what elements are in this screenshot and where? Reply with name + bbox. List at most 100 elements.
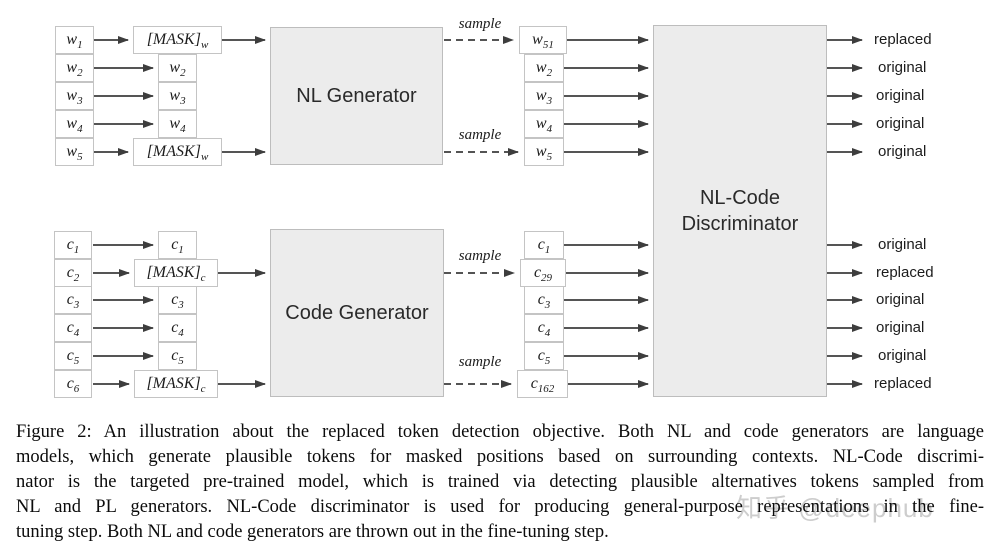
token-base: c xyxy=(171,347,179,364)
caption-line: tuning step. Both NL and code generators… xyxy=(16,522,609,542)
token-sub: 51 xyxy=(542,38,554,51)
nl-result-label: original xyxy=(876,115,925,133)
token-sub: c xyxy=(200,271,206,284)
sample-label: sample xyxy=(458,127,502,143)
token-sub: 3 xyxy=(544,298,551,311)
token-base: w xyxy=(169,115,181,132)
token-sub: 5 xyxy=(546,150,553,163)
token-base: w xyxy=(66,31,78,48)
token-sub: c xyxy=(200,382,206,395)
token-sub: 29 xyxy=(541,271,553,284)
token-base: c xyxy=(537,347,545,364)
token-base: [MASK] xyxy=(146,143,201,160)
token-sub: 2 xyxy=(73,271,80,284)
sample-label: sample xyxy=(458,248,502,264)
token-sub: w xyxy=(200,38,209,51)
caption-line: Figure 2: An illustration about the repl… xyxy=(16,422,984,442)
token-sub: w xyxy=(200,150,209,163)
caption-line: models, which generate plausible tokens … xyxy=(16,447,984,467)
token-sub: 4 xyxy=(77,122,83,135)
token-sub: 4 xyxy=(544,326,551,339)
discriminator-label-line2: Discriminator xyxy=(681,213,799,235)
token-base: c xyxy=(66,264,74,281)
token-base: c xyxy=(171,291,179,308)
token-sub: 5 xyxy=(544,354,551,367)
token-base: c xyxy=(66,375,74,392)
token-base: c xyxy=(171,319,179,336)
token-base: w xyxy=(535,87,547,104)
token-base: c xyxy=(537,236,545,253)
token-sub: 5 xyxy=(178,354,184,367)
code-result-label: original xyxy=(876,319,925,337)
token-sub: 4 xyxy=(180,122,186,135)
token-sub: 5 xyxy=(73,354,80,367)
sample-label: sample xyxy=(458,354,502,370)
token-base: w xyxy=(532,31,543,48)
token-base: w xyxy=(66,87,78,104)
discriminator-label-line1: NL-Code xyxy=(699,187,781,209)
token-sub: 4 xyxy=(178,326,184,339)
token-base: c xyxy=(66,319,74,336)
token-sub: 3 xyxy=(77,94,83,107)
dashed-sample-arrows xyxy=(444,36,519,388)
token-base: c xyxy=(171,236,179,253)
token-base: [MASK] xyxy=(146,375,201,392)
watermark: 知乎 @deephub xyxy=(736,493,934,523)
nl-result-label: original xyxy=(876,87,925,105)
token-sub: 2 xyxy=(546,66,553,79)
token-sub: 4 xyxy=(73,326,80,339)
token-sub: 5 xyxy=(77,150,83,163)
nl-generator-label: NL Generator xyxy=(296,85,417,107)
nl-result-label: original xyxy=(878,143,927,161)
token-base: [MASK] xyxy=(146,31,201,48)
nl-masked-token: [MASK]w xyxy=(133,138,222,166)
token-base: c xyxy=(66,236,74,253)
token-base: w xyxy=(169,59,181,76)
token-base: c xyxy=(66,347,74,364)
solid-arrows xyxy=(93,36,863,388)
token-base: w xyxy=(66,115,78,132)
nl-code-discriminator-box: NL-Code Discriminator xyxy=(653,25,827,397)
token-sub: 6 xyxy=(73,382,80,395)
nl-masked-token: [MASK]w xyxy=(133,26,222,54)
token-base: c xyxy=(537,291,545,308)
sample-label: sample xyxy=(458,16,502,32)
figure-caption: Figure 2: An illustration about the repl… xyxy=(16,420,984,545)
token-base: c xyxy=(66,291,74,308)
token-sub: 1 xyxy=(73,243,80,256)
token-base: w xyxy=(66,59,78,76)
nl-result-label: replaced xyxy=(874,31,932,49)
token-sub: 1 xyxy=(77,38,83,51)
code-result-label: original xyxy=(878,347,927,365)
token-sub: 1 xyxy=(544,243,551,256)
token-sub: 4 xyxy=(546,122,553,135)
code-result-label: original xyxy=(876,291,925,309)
nl-generator-box: NL Generator xyxy=(270,27,443,165)
code-generator-label: Code Generator xyxy=(285,302,429,324)
caption-line: nator is the targeted pre-trained model,… xyxy=(16,472,984,492)
token-sub: 2 xyxy=(180,66,186,79)
code-result-label: replaced xyxy=(876,264,934,282)
code-result-label: original xyxy=(878,236,927,254)
token-sub: 3 xyxy=(178,298,184,311)
token-sub: 1 xyxy=(178,243,184,256)
